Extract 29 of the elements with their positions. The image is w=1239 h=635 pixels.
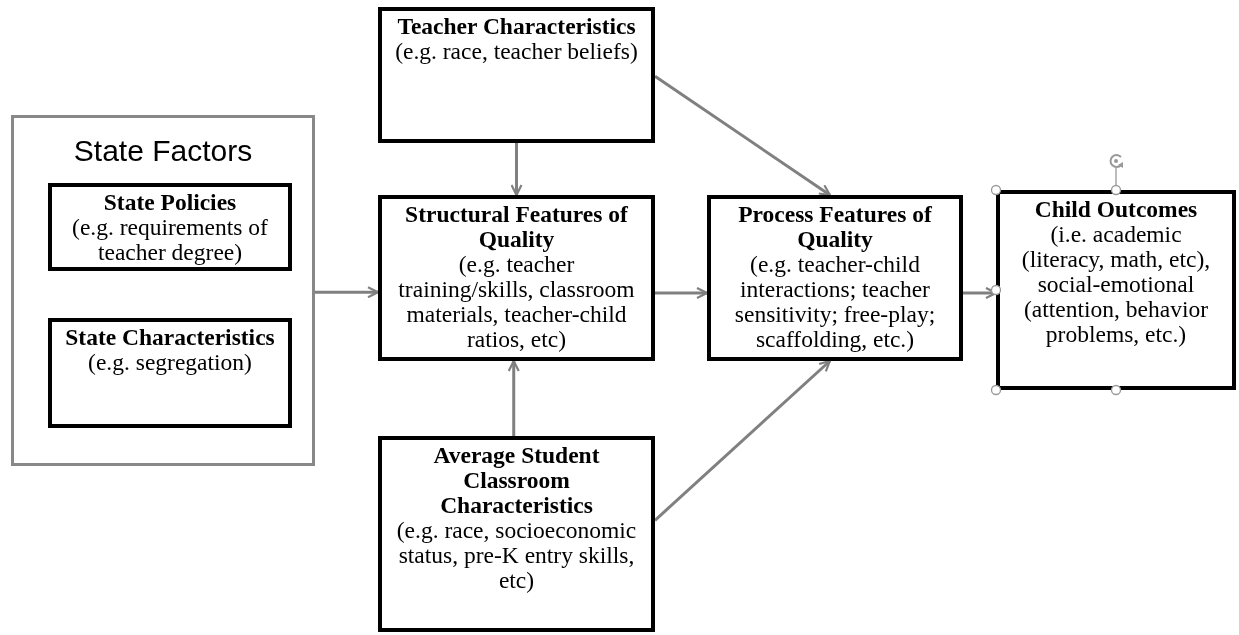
box-description: (e.g. race, teacher beliefs) (395, 39, 638, 64)
box-title: State Policies (103, 190, 237, 215)
factor-box (707, 195, 963, 361)
box-title: Child Outcomes (1034, 197, 1198, 222)
arrow (655, 286, 709, 300)
factor-box (378, 195, 655, 361)
box-description: (e.g. teacher training/skills, classroom materials, teacher-child ratios, etc) (397, 252, 636, 352)
group-title: State Factors (73, 133, 253, 169)
factor-box (378, 7, 655, 143)
box-title: Process Features of Quality (737, 202, 933, 252)
box-title: Average Student Classroom Characteristics (432, 443, 601, 518)
arrow (315, 286, 380, 299)
arrow (510, 143, 523, 197)
box-description: (e.g. segregation) (88, 350, 252, 375)
factor-box (378, 436, 655, 632)
factor-box (48, 318, 292, 428)
box-description: (i.e. academic (literacy, math, etc), social-emotional (attention, behavior problems, etc.) (1020, 222, 1212, 347)
box-title: Teacher Characteristics (397, 14, 636, 39)
arrow (654, 75, 831, 197)
factor-box (996, 190, 1236, 390)
factor-box (48, 183, 292, 271)
box-title: State Characteristics (65, 325, 275, 350)
group-box (11, 115, 315, 466)
arrow (654, 359, 831, 522)
box-description: (e.g. requirements of teacher degree) (71, 215, 269, 265)
arrow (507, 359, 520, 436)
box-title: Structural Features of Quality (404, 202, 629, 252)
box-description: (e.g. teacher-child interactions; teacher sensitivity; free-play; scaffolding, etc.) (733, 252, 937, 352)
box-description: (e.g. race, socioeconomic status, pre-K entry skills, etc) (395, 518, 638, 593)
